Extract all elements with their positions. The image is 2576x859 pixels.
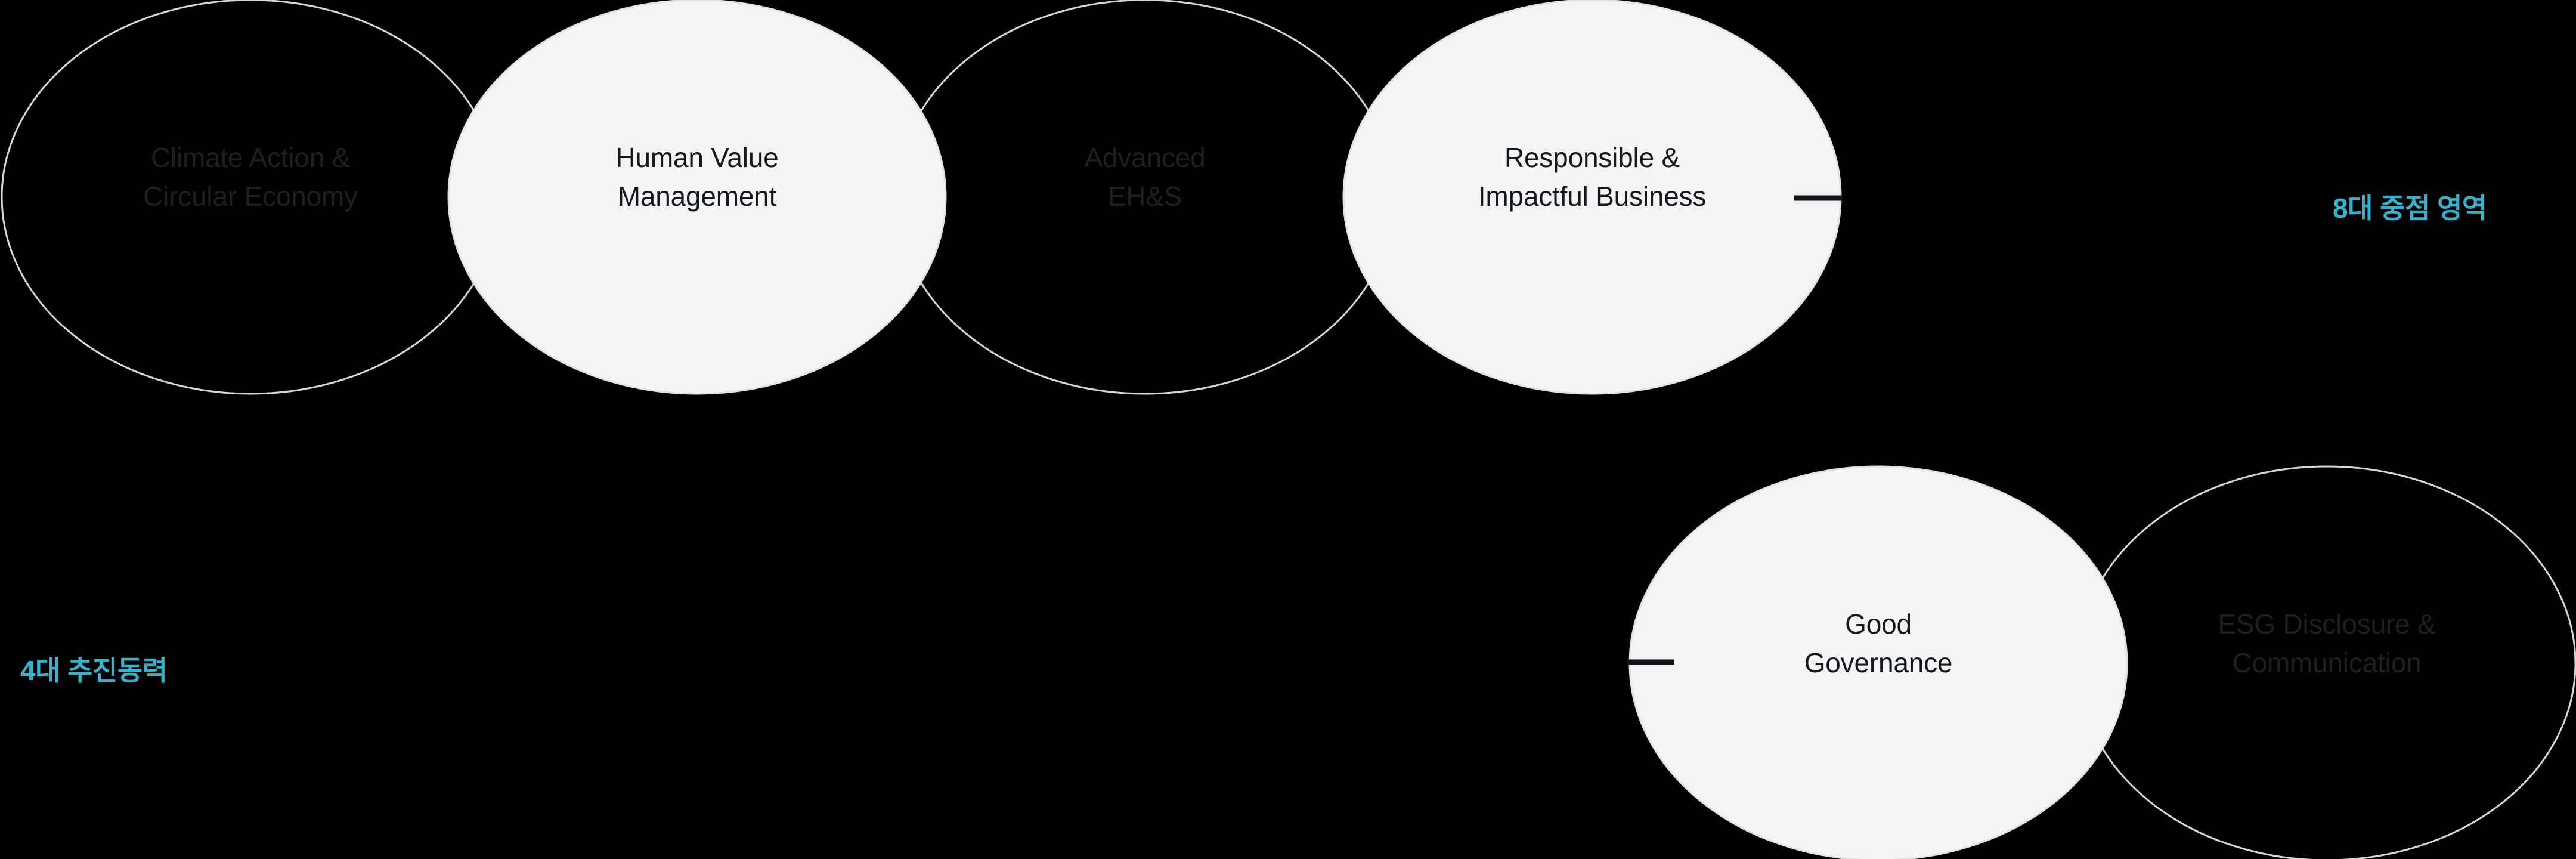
ellipse-advanced-ehs[interactable]: [895, 0, 1395, 395]
ellipse-good-governance[interactable]: [1628, 465, 2128, 859]
ellipse-human-value[interactable]: [447, 0, 947, 395]
annotation-focus-areas: 8대 중점 영역: [2333, 193, 2487, 224]
ellipse-esg-disclosure[interactable]: [2077, 465, 2576, 859]
annotation-drivers: 4대 추진동력: [20, 655, 168, 686]
ellipse-climate-action[interactable]: [1, 0, 500, 395]
ellipse-responsible-business[interactable]: [1342, 0, 1842, 395]
